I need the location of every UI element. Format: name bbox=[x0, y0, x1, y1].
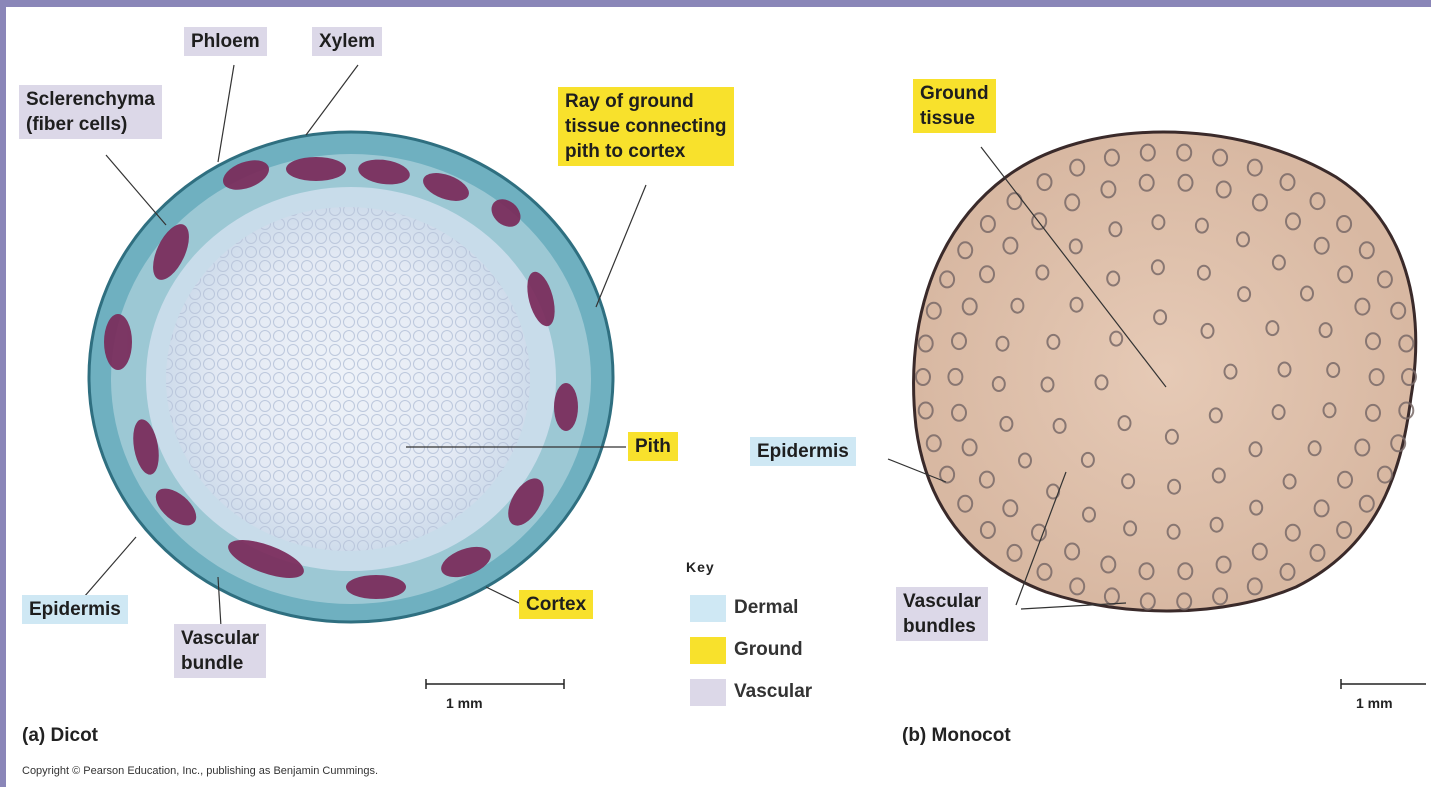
key-label-ground: Ground bbox=[734, 639, 803, 661]
monocot-scale-label: 1 mm bbox=[1356, 695, 1393, 711]
label-vascular-bundle: Vascular bundle bbox=[174, 624, 266, 678]
label-ground-tissue: Ground tissue bbox=[913, 79, 996, 133]
label-vascular-bundles-line2: bundles bbox=[903, 614, 981, 639]
label-vascular-bundle-line1: Vascular bbox=[181, 626, 259, 651]
label-ray-line2: tissue connecting bbox=[565, 114, 727, 139]
label-phloem: Phloem bbox=[184, 27, 267, 56]
label-vascular-bundle-line2: bundle bbox=[181, 651, 259, 676]
dicot-caption: (a) Dicot bbox=[22, 725, 98, 747]
label-sclerenchyma-line1: Sclerenchyma bbox=[26, 87, 155, 112]
monocot-scale-bar bbox=[1341, 679, 1426, 689]
dicot-scale-label: 1 mm bbox=[446, 695, 483, 711]
label-ray-line1: Ray of ground bbox=[565, 89, 727, 114]
key-label-vascular: Vascular bbox=[734, 681, 812, 703]
label-vascular-bundles-line1: Vascular bbox=[903, 589, 981, 614]
label-ray-ground-tissue: Ray of ground tissue connecting pith to … bbox=[558, 87, 734, 166]
label-monocot-epidermis: Epidermis bbox=[750, 437, 856, 466]
label-sclerenchyma-line2: (fiber cells) bbox=[26, 112, 155, 137]
dicot-scale-bar bbox=[426, 679, 564, 689]
key-title: Key bbox=[686, 559, 715, 575]
label-sclerenchyma: Sclerenchyma (fiber cells) bbox=[19, 85, 162, 139]
monocot-body bbox=[914, 132, 1416, 611]
label-cortex: Cortex bbox=[519, 590, 593, 619]
label-ground-tissue-line1: Ground bbox=[920, 81, 989, 106]
label-vascular-bundles: Vascular bundles bbox=[896, 587, 988, 641]
label-pith: Pith bbox=[628, 432, 678, 461]
label-xylem: Xylem bbox=[312, 27, 382, 56]
key-swatch-dermal bbox=[690, 595, 726, 622]
key-label-dermal: Dermal bbox=[734, 597, 798, 619]
key-swatch-ground bbox=[690, 637, 726, 664]
label-dicot-epidermis: Epidermis bbox=[22, 595, 128, 624]
label-ground-tissue-line2: tissue bbox=[920, 106, 989, 131]
figure-panel: Phloem Xylem Sclerenchyma (fiber cells) … bbox=[6, 7, 1431, 787]
monocot-caption: (b) Monocot bbox=[902, 725, 1011, 747]
key-swatch-vascular bbox=[690, 679, 726, 706]
label-ray-line3: pith to cortex bbox=[565, 139, 727, 164]
copyright-text: Copyright © Pearson Education, Inc., pub… bbox=[22, 765, 378, 777]
